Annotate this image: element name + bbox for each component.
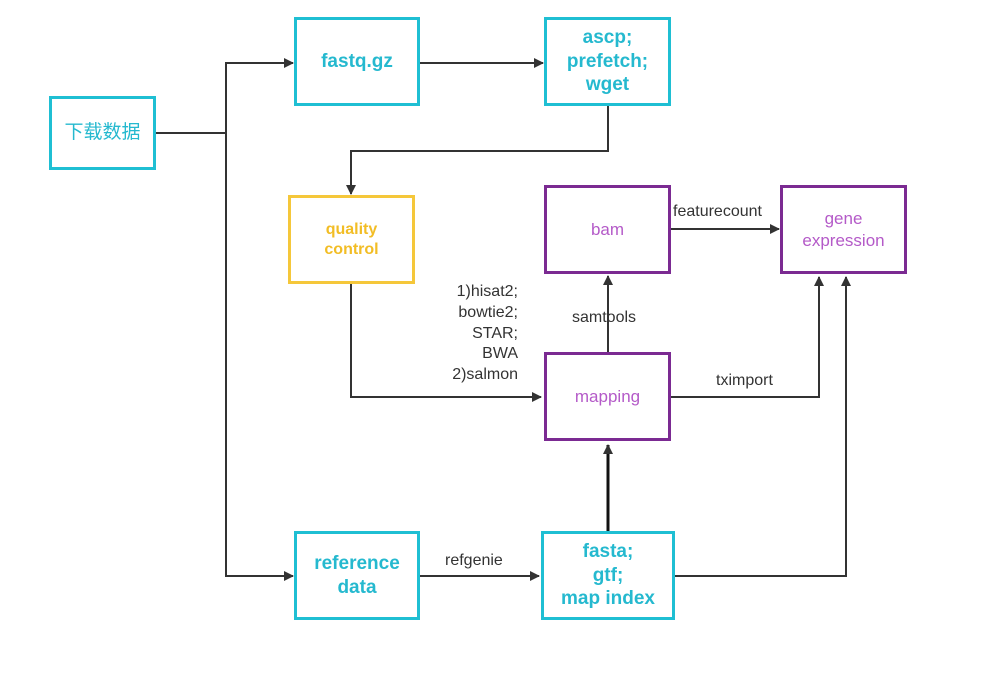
node-gene-expression-label: gene expression [802, 209, 885, 250]
node-quality-control-label: quality control [324, 220, 379, 258]
label-tximport: tximport [716, 372, 773, 389]
node-ascp-prefetch-wget: ascp; prefetch; wget [544, 17, 671, 106]
node-quality-control: quality control [288, 195, 415, 284]
node-fastq: fastq.gz [294, 17, 420, 106]
node-mapping: mapping [544, 352, 671, 441]
node-ascp-label: ascp; prefetch; wget [566, 26, 649, 96]
node-fastq-label: fastq.gz [321, 50, 393, 72]
edge-ascp-to-qc [346, 106, 609, 195]
node-fasta-gtf-map-index: fasta; gtf; map index [541, 531, 675, 620]
edge-download-to-fastq [225, 58, 294, 133]
edge-qc-to-mapping [350, 284, 542, 402]
node-download-data-label: 下载数据 [64, 122, 141, 144]
node-bam-label: bam [590, 219, 625, 239]
node-download-data: 下载数据 [49, 96, 156, 170]
edge-download-to-reference [225, 133, 294, 581]
label-aligners: 1)hisat2; bowtie2; STAR; BWA 2)salmon [452, 283, 518, 384]
edge-mapping-to-gene [671, 276, 824, 398]
node-reference-data-label: reference data [314, 552, 400, 598]
node-bam: bam [544, 185, 671, 274]
node-mapping-label: mapping [574, 386, 641, 406]
label-featurecount: featurecount [673, 203, 762, 220]
node-fasta-label: fasta; gtf; map index [561, 540, 655, 610]
node-gene-expression: gene expression [780, 185, 907, 274]
edge-fasta-to-gene [675, 276, 851, 577]
label-refgenie: refgenie [445, 552, 503, 569]
label-samtools: samtools [572, 309, 637, 326]
node-reference-data: reference data [294, 531, 420, 620]
